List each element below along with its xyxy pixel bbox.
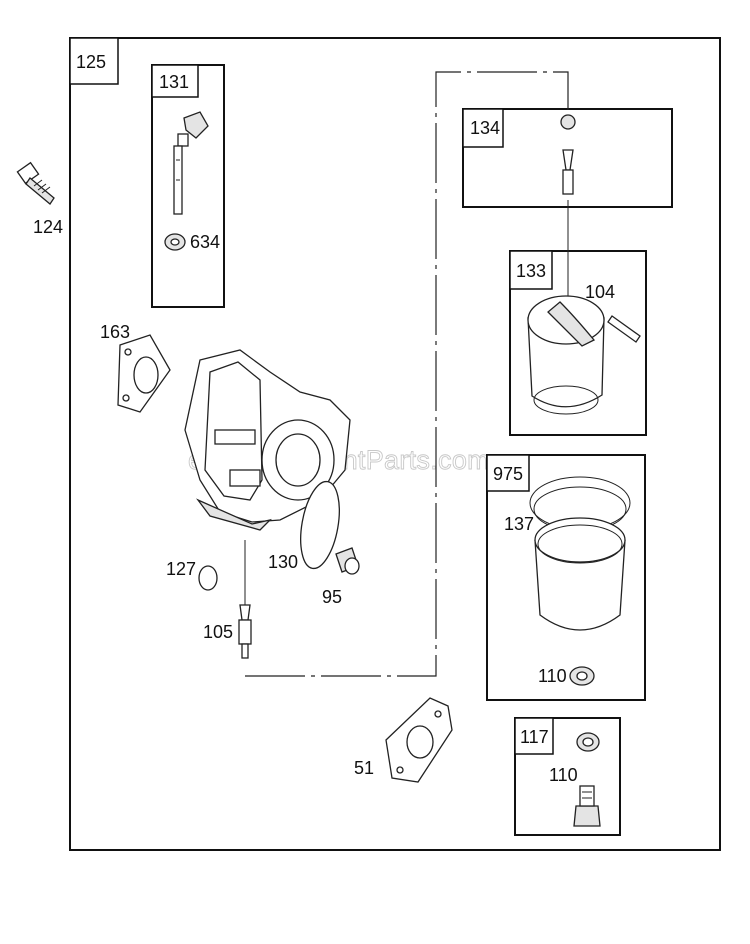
callout-130[interactable]: 130 xyxy=(268,552,298,572)
callout-95[interactable]: 95 xyxy=(322,587,342,607)
assembly-label-box xyxy=(69,37,119,85)
throttle-shaft-131-icon[interactable] xyxy=(173,111,209,215)
kit-box-117-number[interactable]: 117 xyxy=(520,727,549,747)
bolt-124-icon[interactable] xyxy=(16,161,55,205)
assembly-number[interactable]: 125 xyxy=(76,52,106,72)
bowl-975-icon[interactable] xyxy=(529,476,631,631)
float-133-icon[interactable] xyxy=(527,295,605,415)
needle-105-icon[interactable] xyxy=(238,540,252,659)
callout-110-kit[interactable]: 110 xyxy=(549,765,578,785)
washer-110-icon[interactable] xyxy=(576,732,600,752)
callout-124[interactable]: 124 xyxy=(33,217,63,237)
plate-130-icon[interactable] xyxy=(295,479,346,572)
gasket-51-icon[interactable] xyxy=(385,697,453,783)
screw-95-icon[interactable] xyxy=(335,547,360,575)
callout-163[interactable]: 163 xyxy=(100,322,130,342)
kit-box-117: 117 xyxy=(514,717,621,836)
kit-box-131: 131 xyxy=(151,64,225,308)
kit-box-133: 133 xyxy=(509,250,647,436)
callout-105[interactable]: 105 xyxy=(203,622,233,642)
carburetor-body-icon[interactable] xyxy=(184,349,351,531)
pin-104-icon[interactable] xyxy=(607,315,641,343)
leader-line xyxy=(245,71,569,677)
callout-137[interactable]: 137 xyxy=(504,514,534,534)
callout-51[interactable]: 51 xyxy=(354,758,374,778)
washer-110-icon[interactable] xyxy=(569,666,595,686)
kit-box-975-number[interactable]: 975 xyxy=(493,464,523,484)
kit-box-134-number[interactable]: 134 xyxy=(470,118,500,138)
plug-127-icon[interactable] xyxy=(198,565,218,591)
drain-screw-117-icon[interactable] xyxy=(573,785,601,827)
seal-634-icon[interactable] xyxy=(164,233,186,251)
needle-134-icon[interactable] xyxy=(560,114,576,195)
gasket-163-icon[interactable] xyxy=(117,334,171,413)
kit-box-131-number[interactable]: 131 xyxy=(159,72,189,92)
callout-110-bowl[interactable]: 110 xyxy=(538,666,567,686)
assembly-frame xyxy=(69,37,721,851)
kit-box-133-number[interactable]: 133 xyxy=(516,261,546,281)
callout-634[interactable]: 634 xyxy=(190,232,220,252)
callout-104[interactable]: 104 xyxy=(585,282,615,302)
callout-127[interactable]: 127 xyxy=(166,559,196,579)
kit-box-975: 975 xyxy=(486,454,646,701)
